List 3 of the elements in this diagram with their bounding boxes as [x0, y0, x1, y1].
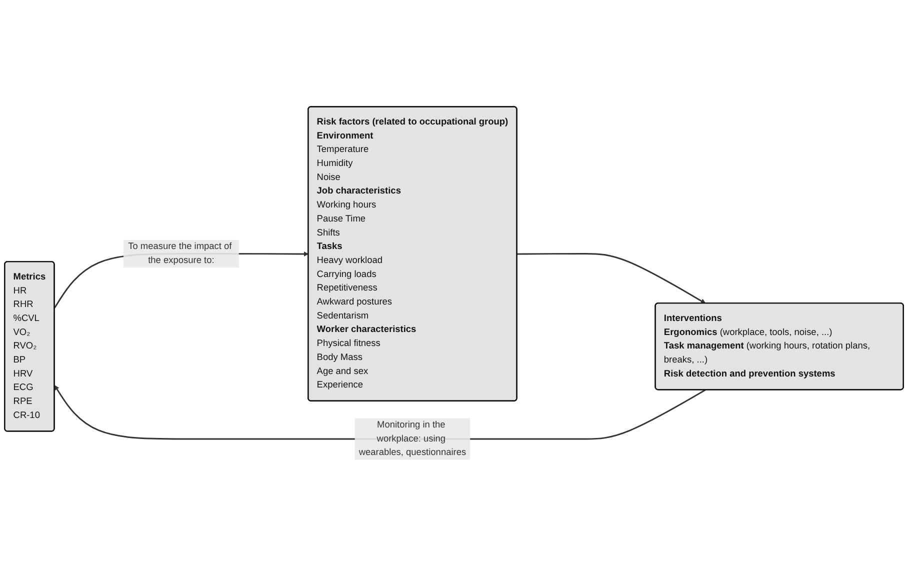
edge-label: To measure the impact of the exposure to: [128, 241, 232, 266]
arrow [517, 252, 706, 304]
edge-label: Monitoring in the workplace: using wearables, questionnaires [358, 420, 466, 458]
